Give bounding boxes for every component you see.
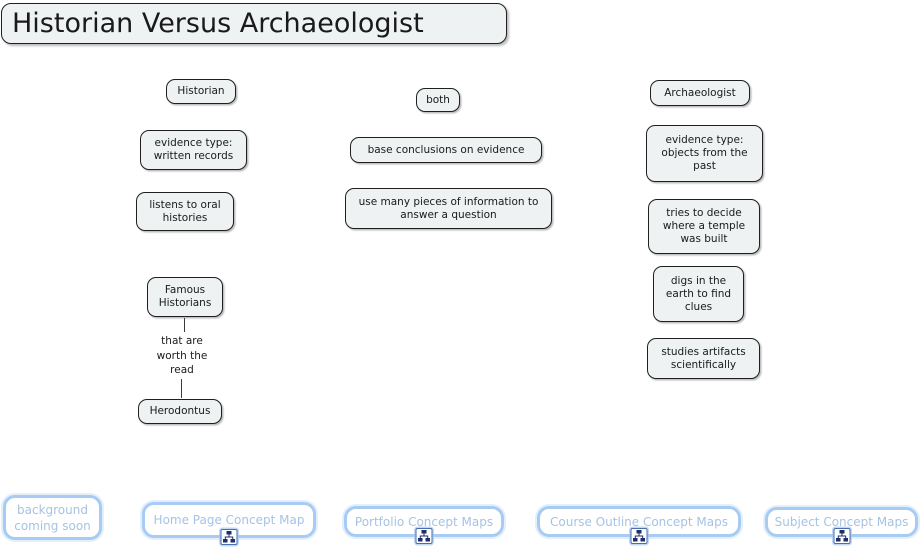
linking-phrase-worth-the-read: that are worth the read — [156, 335, 208, 376]
node-historian: Historian — [166, 79, 236, 104]
concept-map-icon[interactable] — [415, 528, 433, 544]
node-famous-historians: Famous Historians — [147, 277, 223, 317]
connector-line-top — [184, 318, 185, 332]
node-both: both — [416, 88, 460, 112]
footer-link-label: Subject Concept Maps — [774, 515, 909, 529]
footer-link-home-page-concept-map[interactable]: Home Page Concept Map — [142, 502, 316, 545]
node-use-many-pieces: use many pieces of information to answer… — [345, 188, 552, 229]
footer-link-label: Course Outline Concept Maps — [550, 514, 728, 529]
node-digs-in-earth: digs in the earth to find clues — [653, 266, 744, 322]
node-base-conclusions: base conclusions on evidence — [350, 137, 542, 163]
node-herodontus: Herodontus — [138, 399, 222, 424]
node-archaeologist: Archaeologist — [650, 80, 750, 106]
concept-map-icon[interactable] — [220, 529, 238, 545]
footer-link-course-outline-concept-maps[interactable]: Course Outline Concept Maps — [537, 506, 741, 544]
connector-line-bottom — [181, 379, 182, 398]
map-title: Historian Versus Archaeologist — [1, 3, 507, 44]
node-evidence-written-records: evidence type: written records — [140, 130, 247, 170]
footer-link-label: Portfolio Concept Maps — [354, 514, 494, 529]
footer-link-subject-concept-maps[interactable]: Subject Concept Maps — [765, 507, 918, 544]
node-listens-oral-histories: listens to oral histories — [136, 192, 234, 231]
concept-map-icon[interactable] — [833, 528, 850, 544]
node-evidence-objects-past: evidence type: objects from the past — [646, 125, 763, 182]
footer-note-label: background coming soon — [14, 502, 91, 533]
node-studies-artifacts: studies artifacts scientifically — [647, 338, 760, 379]
footer-link-label: Home Page Concept Map — [153, 513, 305, 527]
footer-link-portfolio-concept-maps[interactable]: Portfolio Concept Maps — [344, 506, 504, 544]
footer-note-background-coming-soon: background coming soon — [3, 495, 102, 540]
node-tries-to-decide-temple: tries to decide where a temple was built — [648, 199, 760, 254]
concept-map-icon[interactable] — [630, 528, 648, 544]
